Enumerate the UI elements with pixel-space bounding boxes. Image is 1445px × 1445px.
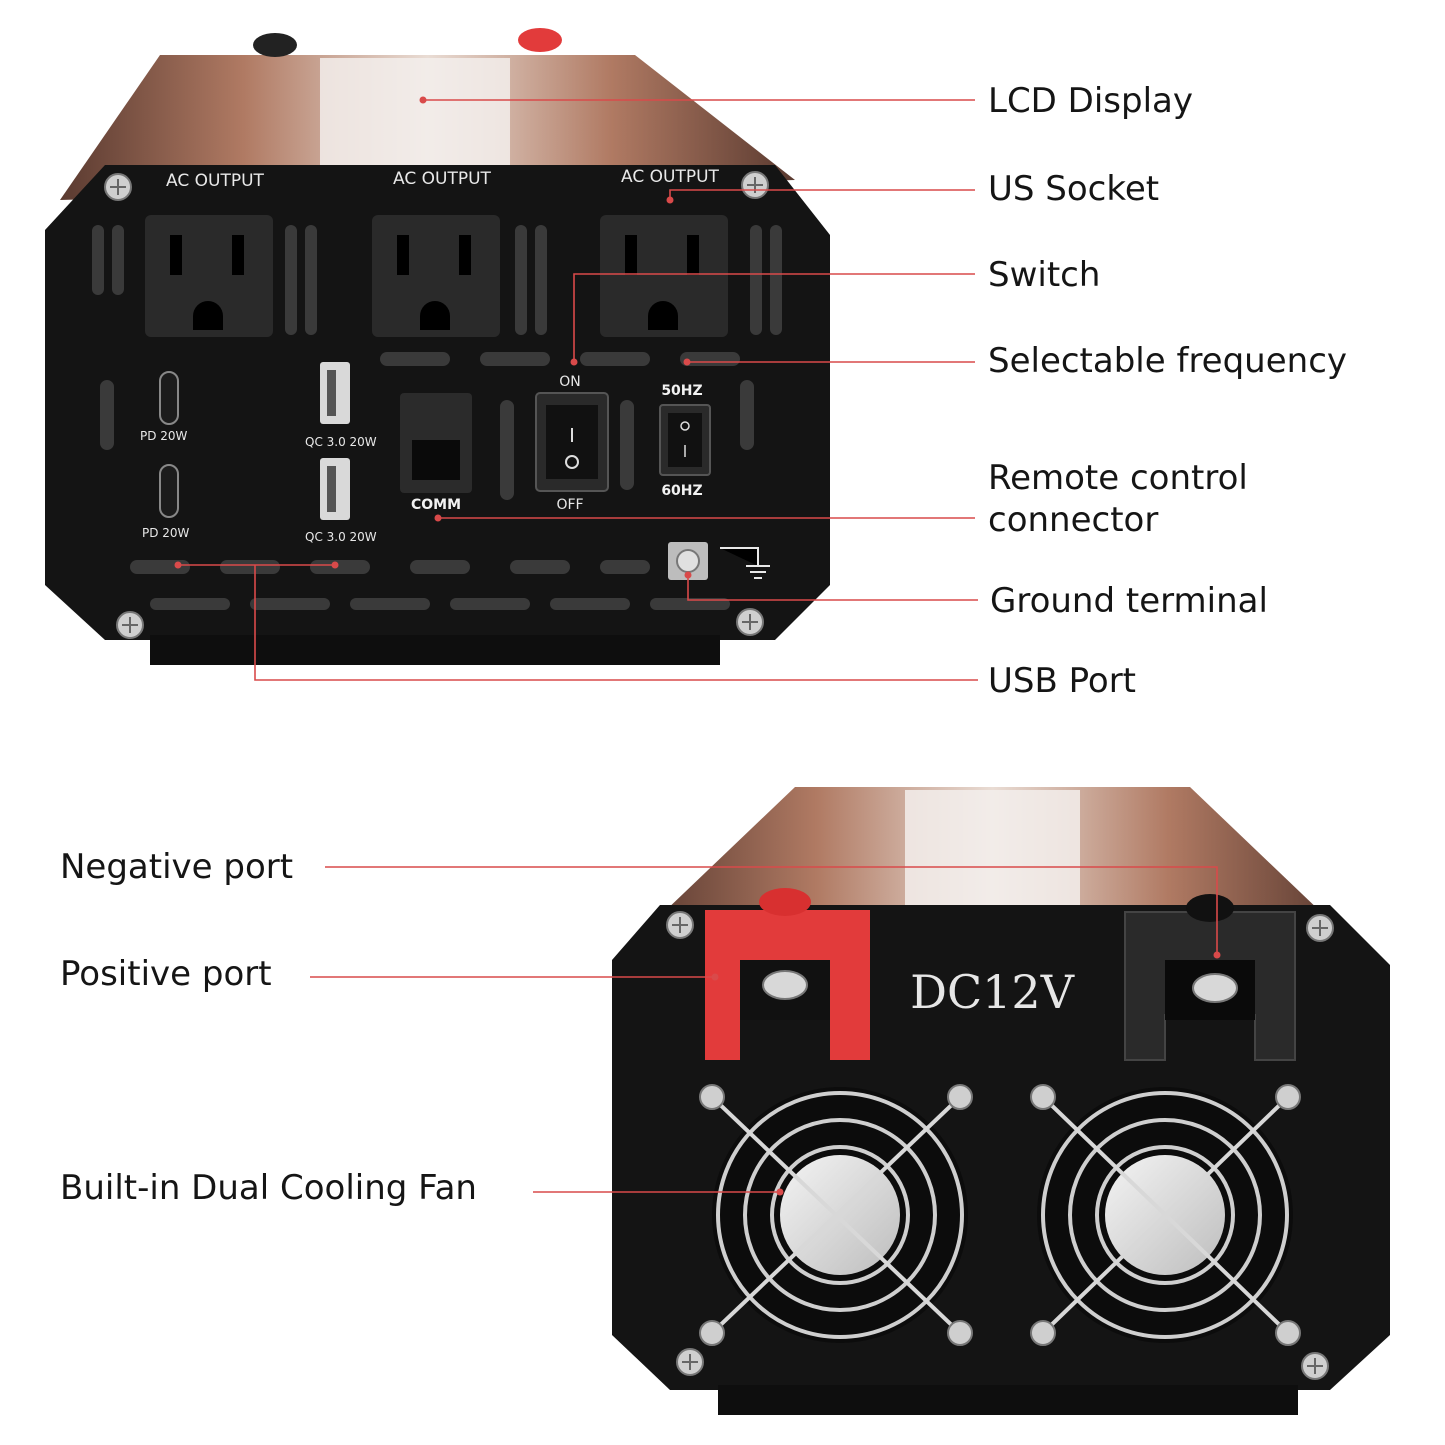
callout-negative-port: Negative port — [60, 847, 294, 887]
screw-icon — [104, 173, 132, 201]
rear-negative-knob — [253, 33, 297, 57]
ac-output-label: AC OUTPUT — [393, 169, 492, 189]
callout-remote-control: Remote control connector — [988, 458, 1248, 540]
comm-port — [400, 393, 472, 493]
callout-lcd-display: LCD Display — [988, 81, 1193, 121]
comm-label: COMM — [411, 497, 461, 513]
usb-c-port-top — [159, 371, 179, 425]
switch-off-label: OFF — [556, 497, 583, 513]
usb-c-port-bottom — [159, 464, 179, 518]
front-inverter: AC OUTPUT AC OUTPUT AC OUTPUT PD 20W PD … — [45, 28, 830, 665]
rear-base-plate — [718, 1385, 1298, 1415]
pd-label: PD 20W — [142, 526, 190, 540]
leader-ground-terminal — [687, 575, 978, 601]
callout-positive-port: Positive port — [60, 954, 272, 994]
ground-symbol-icon — [720, 547, 770, 579]
pd-label: PD 20W — [140, 429, 188, 443]
negative-terminal — [1124, 894, 1296, 1061]
voltage-label: DC12V — [910, 965, 1075, 1019]
screw-icon — [116, 611, 144, 639]
ac-output-label: AC OUTPUT — [166, 171, 265, 191]
front-base-plate — [150, 635, 720, 665]
callout-selectable-frequency: Selectable frequency — [988, 341, 1348, 381]
lcd-window-rear — [905, 790, 1080, 905]
ac-output-label: AC OUTPUT — [621, 167, 720, 187]
usb-a-port-bottom — [320, 458, 350, 520]
cooling-fan-right — [1030, 1084, 1301, 1346]
usb-a-port-top — [320, 362, 350, 424]
positive-terminal — [705, 888, 870, 1060]
screw-icon — [1306, 914, 1334, 942]
us-socket-1 — [145, 215, 273, 337]
power-switch — [535, 392, 609, 492]
screw-icon — [1301, 1352, 1329, 1380]
callout-ground-terminal: Ground terminal — [990, 581, 1268, 621]
callout-switch: Switch — [988, 255, 1101, 295]
rear-inverter: DC12V — [612, 787, 1390, 1415]
screw-icon — [676, 1348, 704, 1376]
freq-50-label: 50HZ — [661, 383, 702, 399]
callout-cooling-fan: Built-in Dual Cooling Fan — [60, 1168, 477, 1208]
screw-icon — [736, 608, 764, 636]
cooling-fan-left — [699, 1084, 973, 1346]
screw-icon — [741, 171, 769, 199]
leader-negative-port — [325, 866, 1218, 955]
frequency-switch — [659, 404, 711, 476]
leader-switch — [573, 273, 975, 362]
lcd-display-window — [320, 58, 510, 178]
leader-lines — [178, 99, 1218, 1193]
rear-positive-knob — [518, 28, 562, 52]
screw-icon — [666, 911, 694, 939]
freq-60-label: 60HZ — [661, 483, 702, 499]
callout-us-socket: US Socket — [988, 169, 1160, 209]
leader-usb-port — [178, 564, 978, 681]
qc-label: QC 3.0 20W — [305, 530, 377, 544]
callout-usb-port: USB Port — [988, 661, 1137, 701]
us-socket-3 — [600, 215, 728, 337]
qc-label: QC 3.0 20W — [305, 435, 377, 449]
us-socket-2 — [372, 215, 500, 337]
switch-on-label: ON — [559, 374, 581, 390]
vent-slots — [92, 225, 782, 610]
leader-dots — [174, 96, 1221, 1196]
ground-terminal — [668, 542, 708, 580]
